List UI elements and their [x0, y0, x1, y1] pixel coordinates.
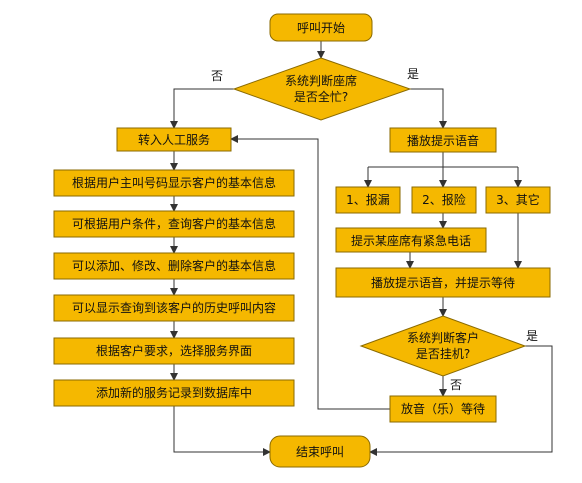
branch-hangup-no-label: 否: [450, 378, 462, 392]
decision-busy: 系统判断座席 是否全忙?: [232, 57, 412, 121]
start-label: 呼叫开始: [297, 21, 345, 35]
step-select-service: 根据客户要求，选择服务界面: [53, 337, 295, 365]
option-report-leak: 1、报漏: [335, 186, 401, 214]
step-select-service-label: 根据客户要求，选择服务界面: [96, 343, 252, 358]
branch-no-label: 否: [211, 69, 223, 83]
step-music-wait-label: 放音（乐）等待: [401, 401, 485, 416]
option-report-danger-label: 2、报险: [422, 192, 466, 207]
decision-busy-line2: 是否全忙?: [294, 89, 348, 104]
step-notify-urgent: 提示某座席有紧急电话: [335, 227, 487, 253]
step-transfer: 转入人工服务: [116, 127, 232, 152]
step-save-record-label: 添加新的服务记录到数据库中: [96, 385, 252, 400]
option-other-label: 3、其它: [496, 192, 540, 207]
connectors: [170, 41, 553, 456]
decision-hangup: 系统判断客户 是否挂机?: [359, 315, 527, 377]
start-node: 呼叫开始: [269, 13, 373, 42]
branch-hangup-yes-label: 是: [526, 329, 538, 343]
step-query-info-label: 可根据用户条件，查询客户的基本信息: [72, 216, 276, 231]
option-report-leak-label: 1、报漏: [346, 192, 390, 207]
step-play-and-wait: 播放提示语音，并提示等待: [335, 267, 551, 298]
end-node: 结束呼叫: [269, 435, 371, 468]
decision-hangup-line2: 是否挂机?: [416, 347, 470, 361]
step-play-and-wait-label: 播放提示语音，并提示等待: [371, 275, 515, 290]
step-notify-urgent-label: 提示某座席有紧急电话: [351, 233, 471, 248]
end-label: 结束呼叫: [296, 445, 344, 459]
option-other: 3、其它: [485, 186, 551, 214]
step-history-label: 可以显示查询到该客户的历史呼叫内容: [72, 300, 276, 315]
step-edit-info-label: 可以添加、修改、删除客户的基本信息: [72, 258, 276, 273]
step-save-record: 添加新的服务记录到数据库中: [53, 379, 295, 407]
branch-yes-label: 是: [407, 67, 419, 81]
option-report-danger: 2、报险: [411, 186, 477, 214]
step-transfer-label: 转入人工服务: [138, 132, 210, 147]
step-history: 可以显示查询到该客户的历史呼叫内容: [53, 294, 295, 322]
step-play-prompt: 播放提示语音: [389, 127, 497, 153]
step-query-info: 可根据用户条件，查询客户的基本信息: [53, 210, 295, 238]
step-show-info: 根据用户主叫号码显示客户的基本信息: [53, 169, 295, 197]
step-edit-info: 可以添加、修改、删除客户的基本信息: [53, 252, 295, 280]
step-play-prompt-label: 播放提示语音: [407, 133, 479, 148]
step-show-info-label: 根据用户主叫号码显示客户的基本信息: [72, 175, 276, 190]
step-music-wait: 放音（乐）等待: [389, 395, 497, 423]
decision-busy-line1: 系统判断座席: [285, 73, 357, 88]
decision-hangup-line1: 系统判断客户: [407, 330, 479, 345]
